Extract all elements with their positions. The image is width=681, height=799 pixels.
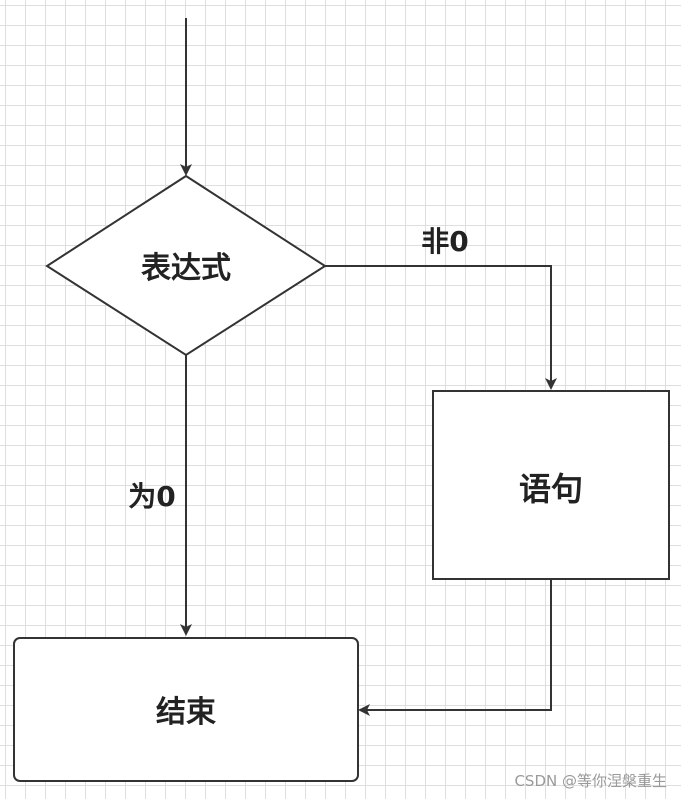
nonzero-edge-label: 非0 [421, 225, 468, 258]
condition-label: 表达式 [141, 251, 231, 286]
nonzero-edge [325, 265, 557, 390]
statement-label: 语句 [519, 470, 583, 508]
watermark: CSDN @等你涅槃重生 [514, 772, 667, 790]
end-label: 结束 [156, 695, 216, 730]
statement-box [432, 390, 670, 580]
return-edge [358, 579, 552, 716]
zero-edge-label: 为0 [128, 480, 175, 513]
end-box [13, 637, 359, 782]
